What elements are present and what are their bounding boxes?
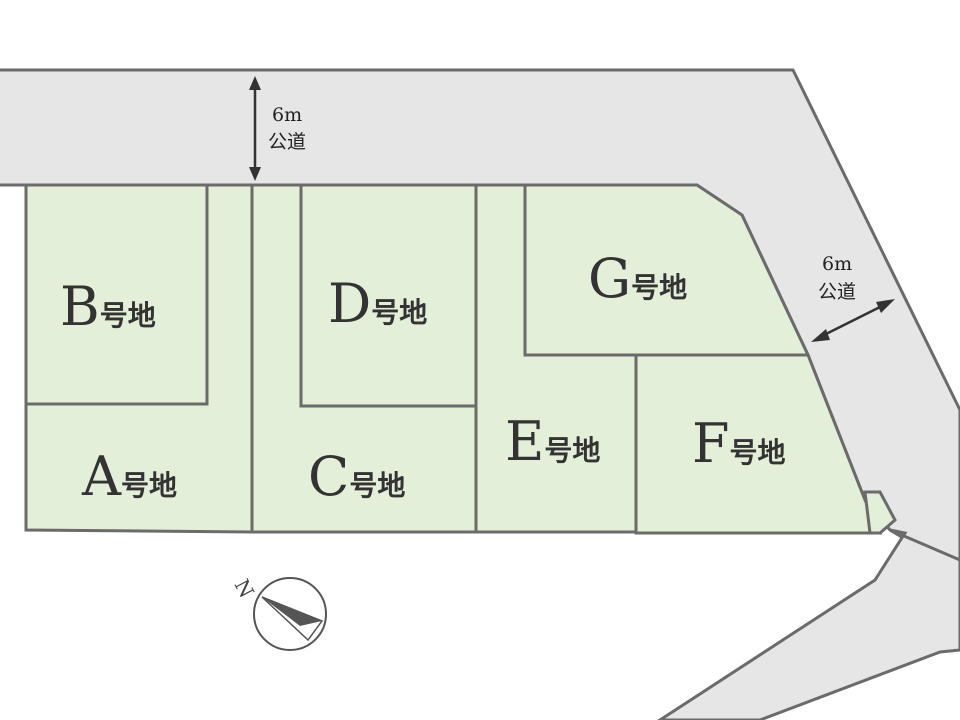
north-compass: N <box>230 575 327 651</box>
east-public-road <box>657 528 960 720</box>
lot-b-suffix: 号地 <box>100 299 156 332</box>
lot-e-label: E号地 <box>505 410 600 473</box>
lot-f-suffix: 号地 <box>729 436 785 469</box>
lot-a-suffix: 号地 <box>121 469 177 502</box>
east-road-width-arrow <box>811 299 895 342</box>
lot-d-suffix: 号地 <box>371 296 427 329</box>
lot-a-letter: A <box>81 445 122 508</box>
lot-f-letter: F <box>692 412 729 475</box>
lot-a <box>24 183 254 534</box>
compass-north-letter: N <box>230 575 259 602</box>
lot-b <box>24 183 209 406</box>
lot-e-letter: E <box>505 410 544 473</box>
east-road-type-label: 公道 <box>818 281 856 303</box>
lot-c-label: C号地 <box>308 445 405 508</box>
north-road-width-label: 6m <box>272 104 302 126</box>
north-road-type-label: 公道 <box>268 131 306 153</box>
lot-d-label: D号地 <box>328 272 427 335</box>
lot-g-suffix: 号地 <box>631 271 687 304</box>
lot-b-label: B号地 <box>60 275 156 338</box>
lot-a-label: A号地 <box>81 445 177 508</box>
lot-c-suffix: 号地 <box>349 469 405 502</box>
lot-d-letter: D <box>328 272 371 335</box>
lot-c-letter: C <box>308 445 349 508</box>
lot-e-suffix: 号地 <box>544 434 600 467</box>
north-road-width-arrow <box>249 76 261 181</box>
lot-g-label: G号地 <box>588 247 687 310</box>
lot-b-letter: B <box>60 275 100 338</box>
lot-g-letter: G <box>588 247 631 310</box>
lot-f-label: F号地 <box>692 412 785 475</box>
lot-f-notch <box>863 490 897 535</box>
east-road-width-label: 6m <box>822 253 852 275</box>
